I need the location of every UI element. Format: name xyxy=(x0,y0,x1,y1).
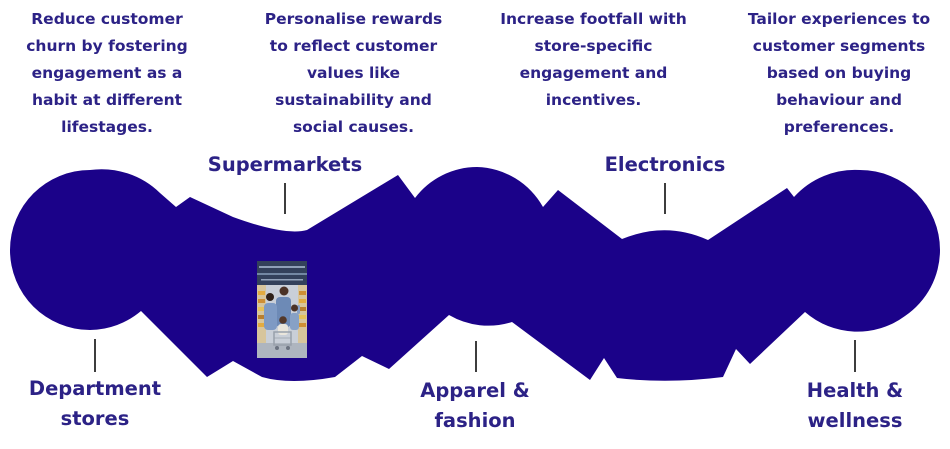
strategy-note-footfall: Increase footfall with store-specific en… xyxy=(500,10,687,109)
label-health-wellness: Health & wellness xyxy=(806,379,904,432)
strategy-note-rewards: Personalise rewards to reflect customer … xyxy=(264,10,443,136)
supermarket-family-photo xyxy=(257,261,307,358)
label-supermarkets: Supermarkets xyxy=(207,153,363,176)
label-department-stores: Department stores xyxy=(28,377,162,430)
pointer-line-apparel-fashion xyxy=(475,341,477,372)
label-apparel-fashion: Apparel & fashion xyxy=(420,379,530,432)
pointer-line-supermarkets xyxy=(284,183,286,214)
pointer-line-electronics xyxy=(664,183,666,214)
label-electronics: Electronics xyxy=(604,153,726,176)
strategy-note-segments: Tailor experiences to customer segments … xyxy=(747,10,931,136)
pointer-line-health-wellness xyxy=(854,340,856,372)
strategy-note-lifestages: Reduce customer churn by fostering engag… xyxy=(26,10,188,136)
pointer-line-department-stores xyxy=(94,339,96,372)
